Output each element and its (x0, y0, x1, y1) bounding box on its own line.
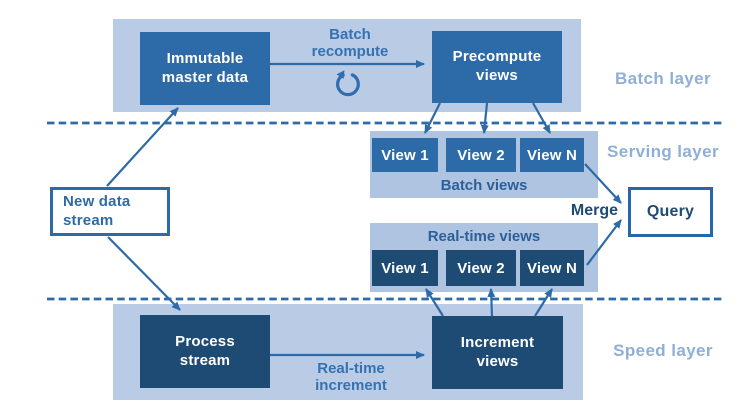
process-stream-node: Process stream (140, 315, 270, 388)
realtime-view-n: View N (520, 250, 584, 286)
batch-view-2: View 2 (446, 138, 516, 172)
serving-layer-label: Serving layer (607, 142, 719, 161)
query-node: Query (628, 187, 713, 237)
realtime-view-2: View 2 (446, 250, 516, 286)
immutable-master-data-node: Immutable master data (140, 32, 270, 105)
realtime-views-group-label: Real-time views (427, 228, 541, 245)
precompute-views-node: Precompute views (432, 31, 562, 103)
edge-newdata-to-master (106, 107, 179, 187)
realtime-increment-edge-label: Real-time increment (315, 360, 387, 395)
new-data-stream-node: New data stream (50, 187, 170, 236)
increment-views-node: Increment views (432, 316, 563, 389)
batch-view-1: View 1 (372, 138, 438, 172)
merge-label: Merge (570, 202, 618, 219)
batch-view-n: View N (520, 138, 584, 172)
batch-layer-label: Batch layer (614, 69, 712, 88)
realtime-view-1: View 1 (372, 250, 438, 286)
edge-newdata-to-process (107, 236, 181, 311)
speed-layer-label: Speed layer (613, 341, 713, 360)
batch-views-group-label: Batch views (440, 177, 528, 194)
batch-recompute-edge-label: Batch recompute (311, 26, 389, 61)
recompute-loop-icon (336, 70, 360, 97)
